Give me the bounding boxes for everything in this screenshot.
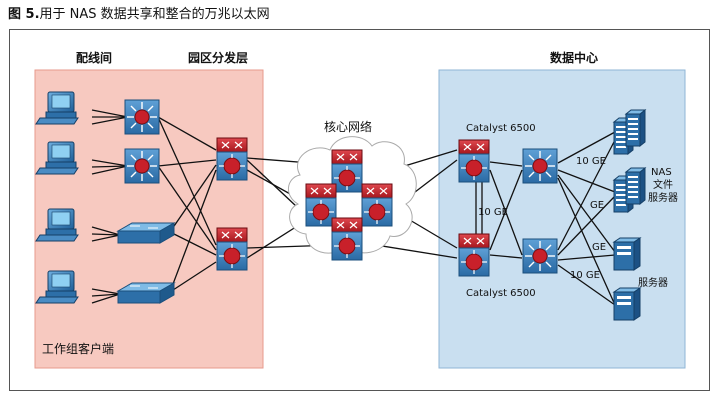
core-network-label: 核心网络 <box>324 119 372 134</box>
aggregation-switch-icon <box>522 238 558 274</box>
campus-distribution-label: 园区分发层 <box>188 50 248 65</box>
servers-label: 服务器 <box>638 276 668 289</box>
nas-label-line3: 服务器 <box>648 191 678 204</box>
workgroup-switch-icon <box>117 222 175 244</box>
catalyst-switch-icon <box>458 233 490 277</box>
figure-number: 图 5. <box>8 7 40 22</box>
link-label-ge-mid: GE <box>592 242 606 253</box>
distribution-switch-icon <box>216 137 248 181</box>
link-label-10ge-middle: 10 GE <box>478 207 508 218</box>
access-switch-icon <box>124 99 160 135</box>
access-switch-icon <box>124 148 160 184</box>
aggregation-switch-icon <box>522 148 558 184</box>
nas-server-icon <box>625 167 646 205</box>
network-links <box>91 109 616 306</box>
link-label-ge-top: GE <box>590 200 604 211</box>
nas-server-icon <box>625 109 646 147</box>
wiring-closet-label: 配线间 <box>76 50 112 65</box>
server-icon <box>613 237 641 271</box>
catalyst-bottom-label: Catalyst 6500 <box>466 288 536 299</box>
nas-label-line2: 文件 <box>653 178 673 191</box>
catalyst-top-label: Catalyst 6500 <box>466 123 536 134</box>
core-switch-icon <box>361 183 393 227</box>
figure-title: 图 5.用于 NAS 数据共享和整合的万兆以太网 <box>8 3 270 22</box>
nas-label-line1: NAS <box>651 167 672 178</box>
distribution-switch-icon <box>216 227 248 271</box>
catalyst-switch-icon <box>458 139 490 183</box>
figure-caption: 用于 NAS 数据共享和整合的万兆以太网 <box>39 7 270 22</box>
link-label-10ge-top: 10 GE <box>576 156 606 167</box>
server-icon <box>613 287 641 321</box>
workgroup-clients-label: 工作组客户端 <box>42 341 114 356</box>
workgroup-switch-icon <box>117 282 175 304</box>
link-label-10ge-bottom: 10 GE <box>570 270 600 281</box>
core-switch-icon <box>331 217 363 261</box>
data-center-label: 数据中心 <box>550 50 598 65</box>
